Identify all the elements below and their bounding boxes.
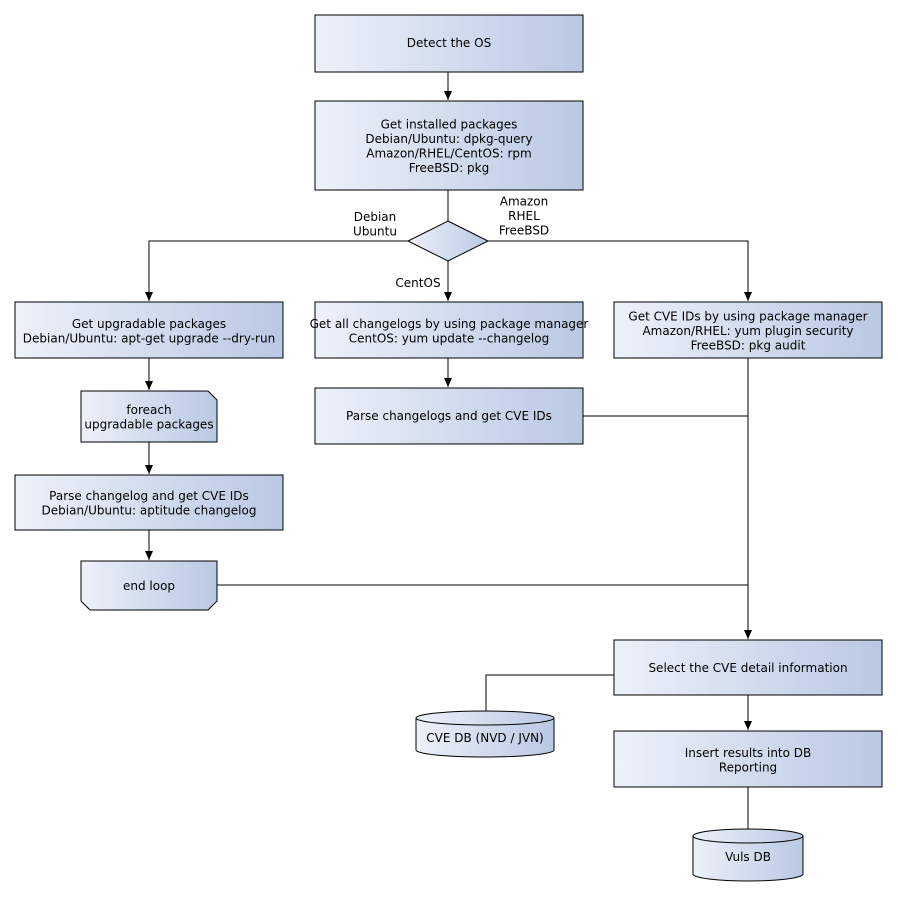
upgradable-text-line-2: Debian/Ubuntu: apt-get upgrade --dry-run (23, 331, 275, 345)
cve-db-text-line-1: CVE DB (NVD / JVN) (426, 731, 543, 745)
select-cve-text-line-1: Select the CVE detail information (648, 661, 847, 675)
foreach-text-line-1: foreach (126, 403, 171, 417)
connectors (145, 72, 752, 829)
line-select-to-cvedb (485, 674, 614, 711)
all-changelogs-text-line-2: CentOS: yum update --changelog (349, 331, 549, 345)
parse-centos-box (314, 387, 584, 445)
parse-debian-text-line-1: Parse changelog and get CVE IDs (49, 489, 249, 503)
arrow-decision-to-cve-pkgmgr (488, 240, 752, 301)
installed-text-line-4: FreeBSD: pkg (409, 161, 489, 175)
all-changelogs-text-line-1: Get all changelogs by using package mana… (310, 317, 589, 331)
insert-results-box (613, 730, 883, 788)
vuls-db-cylinder-body (692, 836, 804, 882)
cve-db-cylinder-body (415, 718, 555, 758)
parse-debian-text-line-2: Debian/Ubuntu: aptitude changelog (42, 503, 257, 517)
cve-pkgmgr-text-line-1: Get CVE IDs by using package manager (628, 310, 867, 324)
cve-pkgmgr-box (613, 301, 883, 359)
cve-pkgmgr-text-line-3: FreeBSD: pkg audit (691, 339, 806, 353)
end-loop-text-line-1: end loop (123, 579, 175, 593)
branch-label-debian-line-1: Debian (354, 210, 397, 224)
installed-text-line-1: Get installed packages (381, 117, 518, 131)
insert-results-text-line-2: Reporting (719, 760, 777, 774)
cve-db-cylinder-top (415, 710, 555, 726)
parse-debian-box (14, 474, 284, 531)
select-cve-box (613, 639, 883, 696)
os-decision-diamond (406, 220, 490, 262)
cve-pkgmgr-text-line-2: Amazon/RHEL: yum plugin security (642, 324, 853, 338)
installed-packages-box (314, 100, 584, 191)
detect-os-box (314, 14, 584, 73)
installed-text-line-2: Debian/Ubuntu: dpkg-query (365, 132, 532, 146)
branch-label-amazon-line-3: FreeBSD (499, 224, 549, 238)
end-loop-box (80, 560, 218, 611)
arrow-decision-to-upgradable (145, 240, 408, 301)
all-changelogs-box (314, 301, 584, 359)
parse-centos-text-line-1: Parse changelogs and get CVE IDs (346, 409, 552, 423)
detect-os-text-line-1: Detect the OS (407, 36, 491, 50)
branch-label-debian-line-2: Ubuntu (353, 224, 397, 238)
upgradable-packages-box (14, 301, 284, 359)
vuls-db-text-line-1: Vuls DB (725, 850, 771, 864)
branch-label-amazon-line-1: Amazon (500, 195, 549, 209)
process-boxes (14, 14, 883, 788)
databases (415, 710, 804, 882)
vuls-db-cylinder-top (692, 828, 804, 844)
branch-label-centos-line-1: CentOS (395, 276, 440, 290)
branch-label-amazon-line-2: RHEL (508, 209, 540, 223)
installed-text-line-3: Amazon/RHEL/CentOS: rpm (366, 146, 531, 160)
insert-results-text-line-1: Insert results into DB (685, 746, 812, 760)
foreach-loop-box (80, 390, 218, 443)
upgradable-text-line-1: Get upgradable packages (72, 317, 226, 331)
foreach-text-line-2: upgradable packages (84, 417, 213, 431)
